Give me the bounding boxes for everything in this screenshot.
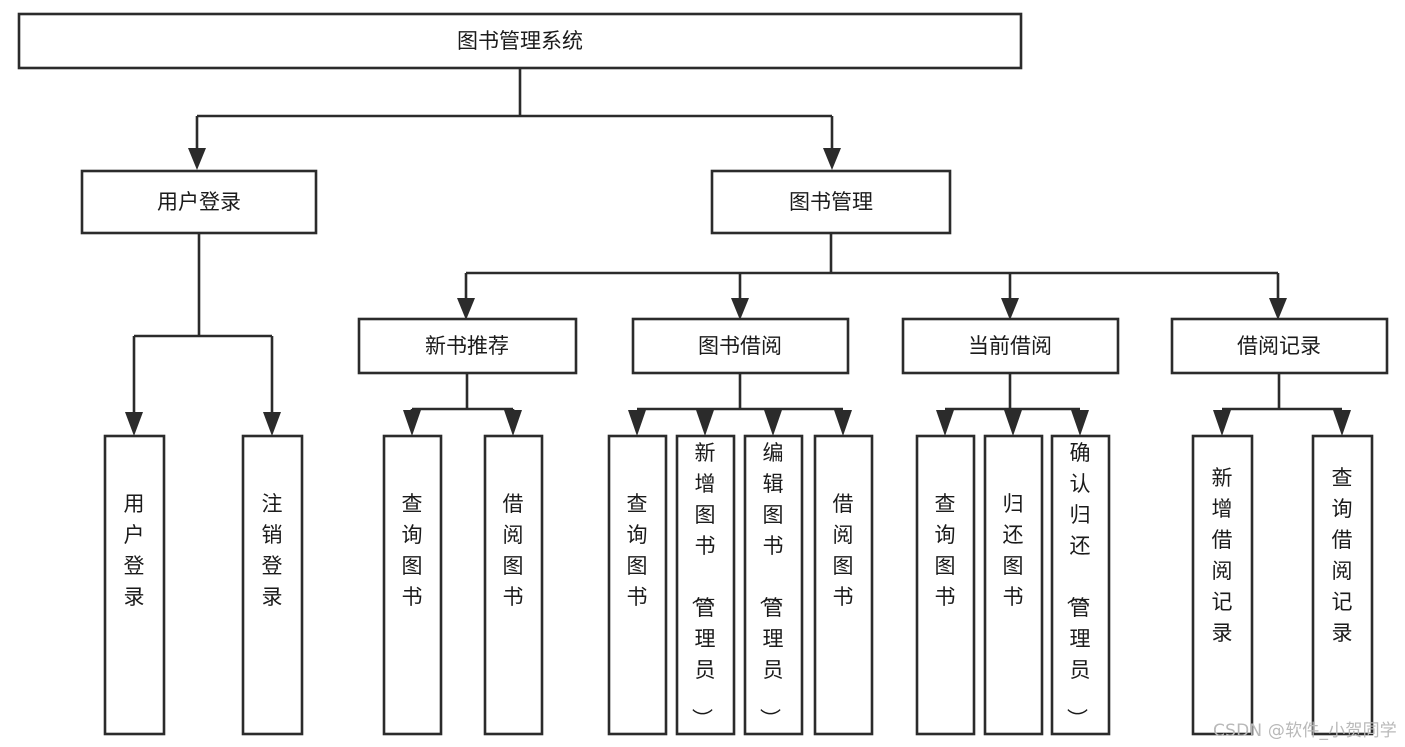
node-label-root: 图书管理系统 bbox=[457, 29, 583, 53]
leaf-label-bb-borrow-book: 借阅图书 bbox=[833, 492, 854, 609]
leaf-node-bb-add-book[interactable]: 新增图书（管理员） bbox=[675, 434, 736, 736]
leaf-node-nb-query-book[interactable]: 查询图书 bbox=[382, 434, 443, 736]
leaf-box-br-add-record[interactable] bbox=[1191, 434, 1254, 736]
node-book-borrow[interactable]: 图书借阅 bbox=[631, 317, 850, 375]
leaf-node-nb-borrow-book[interactable]: 借阅图书 bbox=[483, 434, 544, 736]
node-new-book-recommend[interactable]: 新书推荐 bbox=[357, 317, 578, 375]
node-box-book-borrow[interactable] bbox=[631, 317, 850, 375]
leaf-box-bb-edit-book[interactable] bbox=[743, 434, 804, 736]
leaf-node-bb-borrow-book[interactable]: 借阅图书 bbox=[813, 434, 874, 736]
leaf-box-user-login-logout[interactable] bbox=[241, 434, 304, 736]
leaf-node-bb-query-book[interactable]: 查询图书 bbox=[607, 434, 668, 736]
node-borrow-record[interactable]: 借阅记录 bbox=[1170, 317, 1389, 375]
node-label-new-book-recommend: 新书推荐 bbox=[425, 334, 509, 358]
leaf-box-bb-query-book[interactable] bbox=[607, 434, 668, 736]
arrow-head-user-login bbox=[188, 148, 206, 170]
leaf-label-bb-edit-book: 编辑图书（管理员） bbox=[758, 441, 784, 729]
arrow-head-bb-leaf-2 bbox=[696, 410, 714, 436]
node-label-borrow-record: 借阅记录 bbox=[1237, 334, 1321, 358]
node-label-book-borrow: 图书借阅 bbox=[698, 334, 782, 358]
leaf-node-user-login-login[interactable]: 用户登录 bbox=[103, 434, 166, 736]
leaf-box-nb-query-book[interactable] bbox=[382, 434, 443, 736]
node-box-current-borrow[interactable] bbox=[901, 317, 1120, 375]
leaf-label-bb-add-book: 新增图书（管理员） bbox=[690, 441, 716, 729]
node-current-borrow[interactable]: 当前借阅 bbox=[901, 317, 1120, 375]
leaf-box-nb-borrow-book[interactable] bbox=[483, 434, 544, 736]
leaf-label-cb-return-book: 归还图书 bbox=[1003, 492, 1024, 609]
arrow-head-leaf-user-login bbox=[125, 412, 143, 436]
node-user-login[interactable]: 用户登录 bbox=[80, 169, 318, 235]
leaf-box-bb-add-book[interactable] bbox=[675, 434, 736, 736]
leaf-label-br-query-record: 查询借阅记录 bbox=[1332, 466, 1353, 645]
leaf-label-user-login-login: 用户登录 bbox=[124, 492, 145, 609]
arrow-head-cb-leaf-3 bbox=[1071, 410, 1089, 436]
arrow-head-br-leaf-1 bbox=[1213, 410, 1231, 436]
leaf-node-br-add-record[interactable]: 新增借阅记录 bbox=[1191, 434, 1254, 736]
leaf-box-bb-borrow-book[interactable] bbox=[813, 434, 874, 736]
leaf-label-nb-query-book: 查询图书 bbox=[402, 492, 423, 609]
csdn-watermark: CSDN @软件_小贺同学 bbox=[1213, 721, 1397, 741]
node-book-management[interactable]: 图书管理 bbox=[710, 169, 952, 235]
leaf-node-user-login-logout[interactable]: 注销登录 bbox=[241, 434, 304, 736]
leaf-node-cb-confirm-return[interactable]: 确认归还（管理员） bbox=[1050, 434, 1111, 736]
leaf-label-br-add-record: 新增借阅记录 bbox=[1212, 466, 1233, 645]
node-box-root[interactable] bbox=[17, 12, 1023, 70]
leaf-node-cb-query-book[interactable]: 查询图书 bbox=[915, 434, 976, 736]
leaf-box-cb-confirm-return[interactable] bbox=[1050, 434, 1111, 736]
arrow-head-new-book bbox=[457, 298, 475, 320]
arrow-head-current-borrow bbox=[1001, 298, 1019, 320]
leaf-label-cb-query-book: 查询图书 bbox=[935, 492, 956, 609]
leaf-box-br-query-record[interactable] bbox=[1311, 434, 1374, 736]
arrow-head-bb-leaf-4 bbox=[834, 410, 852, 436]
arrow-head-bb-leaf-1 bbox=[628, 410, 646, 436]
arrow-head-book-mgmt bbox=[823, 148, 841, 170]
leaf-node-br-query-record[interactable]: 查询借阅记录 bbox=[1311, 434, 1374, 736]
leaf-label-user-login-logout: 注销登录 bbox=[262, 492, 283, 609]
arrow-head-nb-leaf-2 bbox=[504, 410, 522, 436]
leaf-box-user-login-login[interactable] bbox=[103, 434, 166, 736]
node-label-book-management: 图书管理 bbox=[789, 190, 873, 214]
node-box-borrow-record[interactable] bbox=[1170, 317, 1389, 375]
arrow-head-borrow-record bbox=[1269, 298, 1287, 320]
arrow-head-cb-leaf-1 bbox=[936, 410, 954, 436]
arrow-head-bb-leaf-3 bbox=[764, 410, 782, 436]
arrow-head-book-borrow bbox=[731, 298, 749, 320]
arrow-head-nb-leaf-1 bbox=[403, 410, 421, 436]
arrow-head-leaf-logout bbox=[263, 412, 281, 436]
arrow-head-cb-leaf-2 bbox=[1004, 410, 1022, 436]
node-label-user-login: 用户登录 bbox=[157, 190, 241, 214]
leaf-label-nb-borrow-book: 借阅图书 bbox=[503, 492, 524, 609]
node-box-new-book-recommend[interactable] bbox=[357, 317, 578, 375]
node-box-book-management[interactable] bbox=[710, 169, 952, 235]
node-root-system[interactable]: 图书管理系统 bbox=[17, 12, 1023, 70]
node-label-current-borrow: 当前借阅 bbox=[968, 334, 1052, 358]
arrow-head-br-leaf-2 bbox=[1333, 410, 1351, 436]
leaf-label-bb-query-book: 查询图书 bbox=[627, 492, 648, 609]
leaf-node-bb-edit-book[interactable]: 编辑图书（管理员） bbox=[743, 434, 804, 736]
leaf-node-cb-return-book[interactable]: 归还图书 bbox=[983, 434, 1044, 736]
leaf-label-cb-confirm-return: 确认归还（管理员） bbox=[1065, 441, 1091, 729]
leaf-box-cb-query-book[interactable] bbox=[915, 434, 976, 736]
leaf-box-cb-return-book[interactable] bbox=[983, 434, 1044, 736]
